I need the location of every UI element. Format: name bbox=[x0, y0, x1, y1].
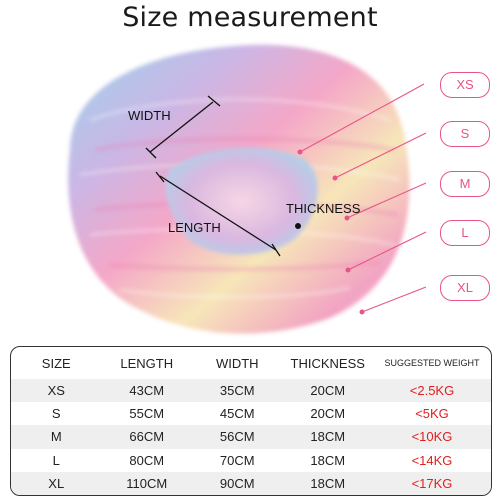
size-bubble-m: M bbox=[440, 171, 490, 197]
header-suggested-weight: SUGGESTED WEIGHT bbox=[384, 358, 480, 368]
size-bubble-l: L bbox=[440, 220, 490, 246]
table-row: M 66CM 56CM 18CM <10KG bbox=[11, 425, 491, 449]
pet-bed-photo bbox=[68, 44, 427, 334]
cell-width: 56CM bbox=[192, 425, 283, 449]
cell-length: 80CM bbox=[101, 448, 192, 472]
cell-length: 110CM bbox=[101, 471, 192, 495]
cell-weight: <2.5KG bbox=[373, 379, 491, 403]
cell-weight: <5KG bbox=[373, 402, 491, 426]
table-header-row: SIZE LENGTH WIDTH THICKNESS SUGGESTED WE… bbox=[11, 347, 491, 379]
cell-width: 90CM bbox=[192, 471, 283, 495]
table-row: XL 110CM 90CM 18CM <17KG bbox=[11, 471, 491, 495]
cell-size: XL bbox=[11, 471, 102, 495]
cell-width: 45CM bbox=[192, 402, 283, 426]
cell-length: 55CM bbox=[101, 402, 192, 426]
size-bubble-xs: XS bbox=[440, 72, 490, 98]
table-row: S 55CM 45CM 20CM <5KG bbox=[11, 402, 491, 426]
cell-thickness: 18CM bbox=[282, 425, 373, 449]
cell-size: XS bbox=[11, 379, 102, 403]
header-thickness: THICKNESS bbox=[290, 355, 365, 371]
cell-thickness: 18CM bbox=[282, 448, 373, 472]
cell-thickness: 20CM bbox=[282, 379, 373, 403]
cell-length: 43CM bbox=[101, 379, 192, 403]
cell-weight: <17KG bbox=[373, 471, 491, 495]
size-table: SIZE LENGTH WIDTH THICKNESS SUGGESTED WE… bbox=[10, 346, 492, 496]
thickness-label: THICKNESS bbox=[286, 201, 361, 216]
cell-length: 66CM bbox=[101, 425, 192, 449]
cell-thickness: 18CM bbox=[282, 471, 373, 495]
cell-width: 70CM bbox=[192, 448, 283, 472]
cell-size: L bbox=[11, 448, 102, 472]
size-bubble-s: S bbox=[440, 121, 490, 147]
page-title: Size measurement bbox=[122, 2, 378, 33]
cell-width: 35CM bbox=[192, 379, 283, 403]
header-size: SIZE bbox=[41, 355, 71, 371]
width-label: WIDTH bbox=[128, 108, 171, 123]
cell-size: M bbox=[11, 425, 102, 449]
cell-thickness: 20CM bbox=[282, 402, 373, 426]
cell-size: S bbox=[11, 402, 102, 426]
cell-weight: <14KG bbox=[373, 448, 491, 472]
size-bubble-xl: XL bbox=[440, 275, 490, 301]
table-row: L 80CM 70CM 18CM <14KG bbox=[11, 448, 491, 472]
length-label: LENGTH bbox=[168, 220, 221, 235]
table-row: XS 43CM 35CM 20CM <2.5KG bbox=[11, 379, 491, 403]
header-width: WIDTH bbox=[215, 355, 259, 371]
header-length: LENGTH bbox=[120, 355, 174, 371]
cell-weight: <10KG bbox=[373, 425, 491, 449]
